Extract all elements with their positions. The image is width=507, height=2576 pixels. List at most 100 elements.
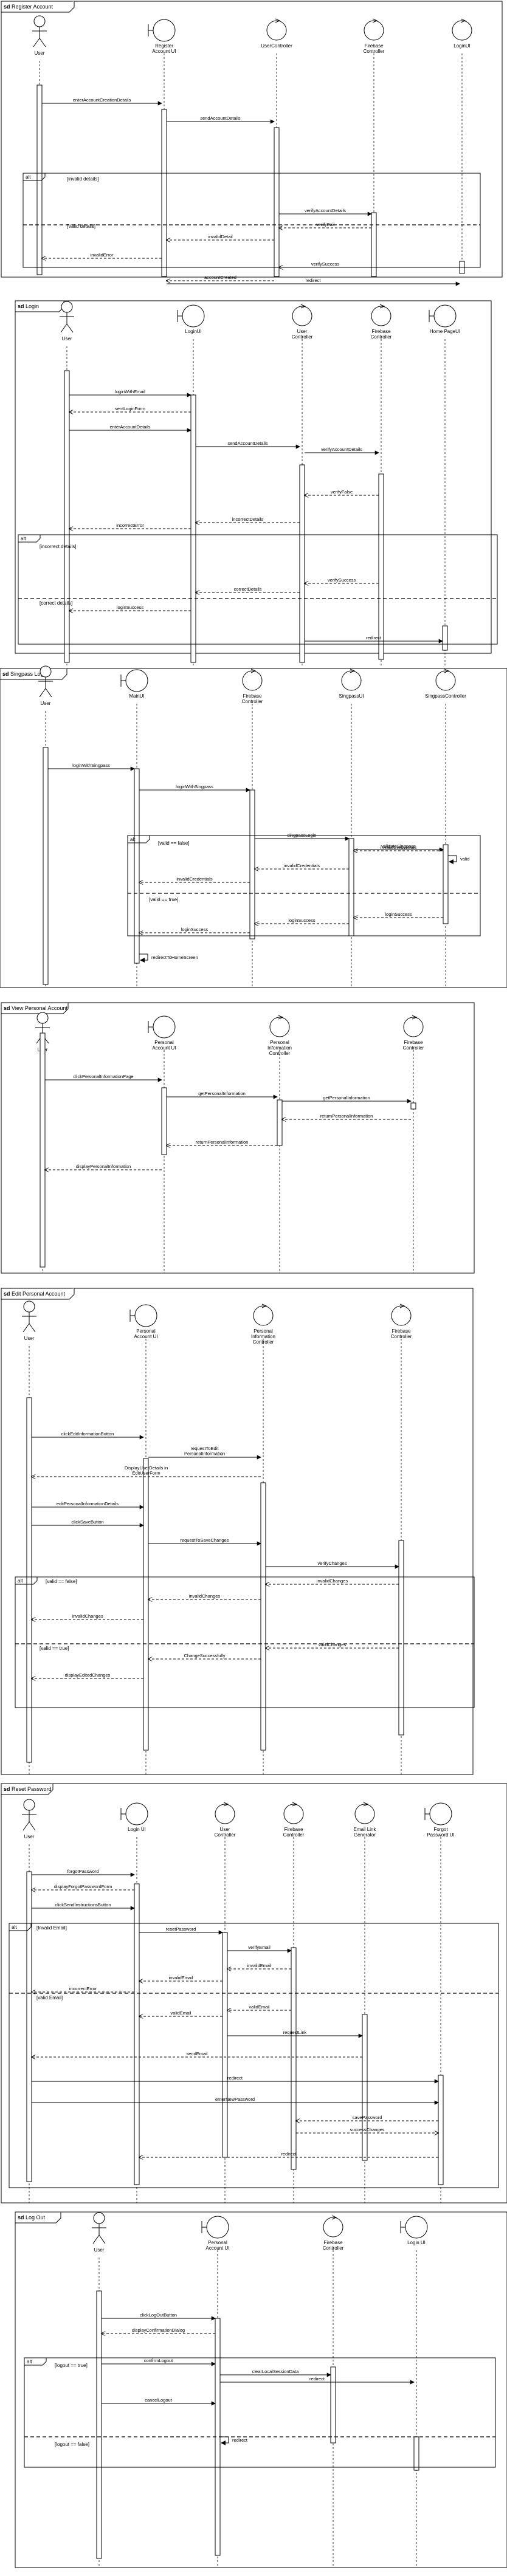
message-15: successChanges bbox=[296, 2127, 438, 2133]
message-3: resetPassword bbox=[139, 1926, 223, 1935]
participant-label: User bbox=[62, 336, 72, 342]
message-label: displayPersonalInformation bbox=[76, 1164, 131, 1169]
message-1: loginWithSingpass bbox=[139, 784, 250, 792]
message-2: confirmLogout bbox=[102, 2358, 216, 2366]
message-label: invalidError bbox=[91, 252, 114, 258]
message-8: invalidChanges bbox=[148, 1593, 261, 1599]
message-9: validEmail bbox=[139, 2010, 222, 2016]
message-label: getPersonalInformation bbox=[198, 1091, 246, 1096]
diagram-frame bbox=[15, 2211, 507, 2568]
participant-lui: Login UI bbox=[400, 2216, 428, 2567]
message-label: redirect bbox=[227, 2075, 243, 2081]
diagram-title: sd Log Out bbox=[18, 2214, 46, 2221]
message-label: redirect bbox=[366, 635, 382, 641]
message-7: invalidChanges bbox=[266, 1578, 399, 1584]
diagram-title: sd Edit Personal Account bbox=[4, 1291, 66, 1297]
participant-label: SingpassUI bbox=[339, 693, 364, 699]
message-2: verifyAccountDetails bbox=[279, 208, 372, 216]
alt-label: alt bbox=[26, 174, 31, 180]
message-label: sentLoginForm bbox=[115, 406, 145, 411]
alt-guard: [correct details] bbox=[40, 600, 72, 606]
participant-hp: Home PageUI bbox=[429, 304, 460, 665]
message-14: savePassword bbox=[296, 2115, 438, 2121]
activation-bar bbox=[143, 1458, 149, 1751]
message-0: clickPersonalInformationPage bbox=[45, 1074, 162, 1082]
message-2: enterAccountDetails bbox=[69, 424, 191, 433]
message-12: displayEditedChanges bbox=[32, 1672, 143, 1678]
activation-bar bbox=[371, 212, 377, 277]
alt-fragment bbox=[24, 2357, 496, 2468]
participant-user: User bbox=[22, 1799, 36, 2203]
message-label: correctDetails bbox=[234, 586, 262, 592]
activation-bar bbox=[161, 109, 167, 277]
alt-guard: [valid == false] bbox=[46, 1579, 77, 1584]
message-label: displayConfirmationDialog bbox=[132, 2327, 185, 2333]
message-3: sendAccountDetails bbox=[196, 441, 300, 449]
message-6: redirect bbox=[220, 2436, 248, 2445]
message-0: clickEditInformationButton bbox=[32, 1431, 144, 1440]
alt-label: alt bbox=[18, 1578, 23, 1584]
message-8: redirect bbox=[167, 278, 460, 286]
message-label: validChanges bbox=[319, 1642, 347, 1647]
alt-guard: [Invalid Email] bbox=[36, 1925, 67, 1931]
message-label: enterAccountCreationDetails bbox=[73, 97, 131, 103]
participant-uc: UserController bbox=[261, 18, 292, 277]
message-11: redirectToHomeScreen bbox=[139, 953, 198, 963]
participant-label: Login UI bbox=[128, 1827, 146, 1832]
activation-bar bbox=[413, 2436, 419, 2471]
message-1: getPersonalInformation bbox=[167, 1091, 278, 1099]
message-10: validChanges bbox=[266, 1642, 399, 1648]
message-6: verifySuccess bbox=[279, 261, 371, 267]
message-label: redirect bbox=[281, 2151, 297, 2157]
activation-bar bbox=[291, 1947, 297, 2170]
message-10: requestLink bbox=[227, 2030, 363, 2038]
participant-user: User bbox=[60, 301, 74, 665]
message-label: confirmLogout bbox=[144, 2358, 173, 2363]
message-label: loginSuccess bbox=[288, 918, 315, 923]
diagram-viewpi: sd View Personal AccountUserPersonalAcco… bbox=[1, 1002, 475, 1274]
message-label: invalidChanges bbox=[189, 1593, 221, 1599]
message-7: incorrectError bbox=[69, 523, 191, 529]
message-7: invalidCredentials bbox=[139, 876, 250, 882]
message-6: incorrectDetails bbox=[196, 517, 300, 523]
message-label: loginWithSingpass bbox=[72, 763, 110, 768]
message-3: validateSingpass bbox=[354, 843, 444, 852]
message-label: incorrectError bbox=[69, 1986, 97, 1991]
alt-guard: [logout == false] bbox=[55, 2442, 89, 2447]
message-label: sendEmail bbox=[186, 2051, 207, 2056]
message-label: verifyFalse bbox=[331, 489, 353, 495]
message-label: returnPersonalInformation bbox=[196, 1139, 249, 1145]
message-label: clickLogOutButton bbox=[140, 2312, 177, 2318]
message-label: ChangeSuccessfully bbox=[184, 1653, 226, 1658]
message-10: loginSuccess bbox=[139, 927, 250, 933]
message-label: validateSingpass bbox=[381, 843, 416, 849]
activation-bar bbox=[438, 2075, 444, 2185]
activation-bar bbox=[378, 473, 384, 660]
message-label: clickPersonalInformationPage bbox=[73, 1074, 133, 1079]
message-4: verifyAccountDetails bbox=[305, 447, 379, 455]
message-2: singpassLogin bbox=[255, 833, 350, 841]
message-6: verifyChanges bbox=[266, 1561, 399, 1569]
message-label: verifySuccess bbox=[328, 577, 356, 583]
alt-guard: [Valid details] bbox=[67, 224, 95, 229]
message-label: invalidCredentials bbox=[176, 876, 212, 882]
message-11: sendEmail bbox=[32, 2051, 362, 2057]
message-label: getPersonalInformation bbox=[323, 1095, 370, 1101]
diagram-frame bbox=[1, 1002, 475, 1274]
diagram-title: sd Register Account bbox=[4, 4, 53, 10]
message-label: invalidEmail bbox=[247, 1963, 271, 1968]
message-0: enterAccountCreationDetails bbox=[42, 97, 162, 106]
diagram-title: sd Reset Password bbox=[4, 1786, 52, 1792]
